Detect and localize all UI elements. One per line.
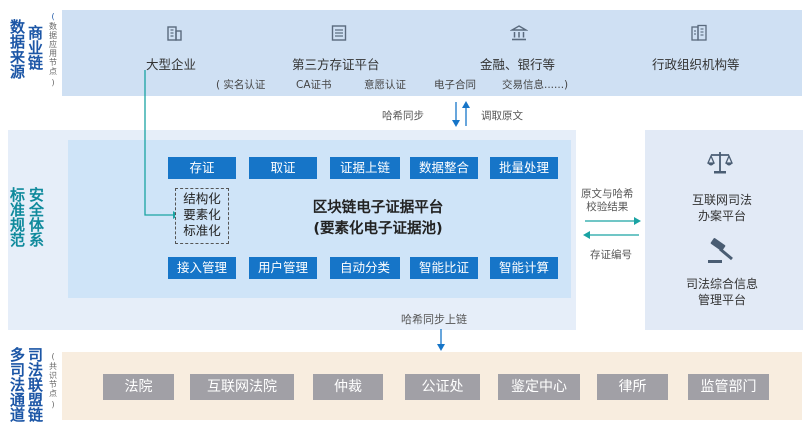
hash-sync-label: 哈希同步 — [382, 110, 424, 122]
process-box: 结构化 要素化 标准化 — [175, 188, 229, 244]
data-source-title: 数据来源 — [9, 18, 25, 81]
source-third-party-platform: 第三方存证平台 — [292, 57, 380, 72]
data-integration-button[interactable]: 数据整合 — [410, 157, 478, 179]
scales-icon — [707, 152, 733, 174]
detail-e-contract: 电子合同 — [434, 79, 476, 91]
judicial-alliance-title: 司法联盟链 — [27, 346, 43, 424]
platform-title-line1: 区块链电子证据平台 — [312, 200, 444, 216]
business-chain-title: 商业链 — [27, 24, 43, 72]
hash-verify-result-label: 原文与哈希 校验结果 — [581, 188, 634, 213]
source-large-enterprise: 大型企业 — [146, 57, 197, 72]
access-mgmt-button[interactable]: 接入管理 — [168, 257, 236, 279]
business-chain-subtitle: 数据应用节点 — [49, 22, 57, 76]
standard-spec-title: 标准规范 — [9, 186, 25, 249]
down-arrow-to-alliance — [437, 329, 445, 351]
evidence-chain-button[interactable]: 证据上链 — [330, 157, 400, 179]
smart-compute-button[interactable]: 智能计算 — [490, 257, 558, 279]
process-elementized: 要素化 — [183, 207, 221, 222]
alliance-subtitle: 共识节点 — [49, 362, 57, 398]
source-finance-bank: 金融、银行等 — [480, 57, 556, 72]
business-chain-band — [62, 10, 802, 96]
judicial-info-platform-line2: 管理平台 — [697, 293, 746, 307]
detail-intent: 意愿认证 — [364, 79, 406, 91]
gavel-icon — [708, 238, 733, 263]
bank-icon — [510, 25, 528, 41]
sync-arrows — [452, 101, 470, 127]
node-notary[interactable]: 公证处 — [405, 374, 480, 400]
security-system-title: 安全体系 — [28, 186, 44, 249]
obtain-evidence-button[interactable]: 取证 — [249, 157, 317, 179]
enterprise-connector-arrow — [144, 70, 179, 219]
fetch-original-label: 调取原文 — [481, 110, 523, 122]
business-chain-paren-close: ) — [51, 78, 55, 87]
deposit-number-label: 存证编号 — [590, 249, 632, 261]
judicial-channel-title: 多司法通道 — [9, 346, 25, 424]
building-icon — [167, 26, 182, 41]
server-icon — [331, 25, 347, 41]
node-court[interactable]: 法院 — [103, 374, 174, 400]
judicial-platform-band — [645, 130, 803, 330]
deposit-button[interactable]: 存证 — [168, 157, 236, 179]
user-mgmt-button[interactable]: 用户管理 — [249, 257, 317, 279]
detail-ca-cert: CA证书 — [296, 79, 332, 91]
detail-transaction: 交易信息......) — [502, 79, 569, 91]
node-internet-court[interactable]: 互联网法院 — [190, 374, 294, 400]
platform-title-line2: (要素化电子证据池) — [313, 221, 443, 237]
batch-process-button[interactable]: 批量处理 — [490, 157, 558, 179]
smart-compare-button[interactable]: 智能比证 — [410, 257, 478, 279]
node-appraisal-center[interactable]: 鉴定中心 — [498, 374, 580, 400]
auto-classify-button[interactable]: 自动分类 — [330, 257, 400, 279]
business-chain-paren-open: ( — [51, 12, 55, 21]
alliance-paren-open: ( — [51, 352, 55, 361]
exchange-arrows — [583, 217, 641, 239]
evidence-platform-panel — [68, 140, 571, 298]
node-regulator[interactable]: 监管部门 — [688, 374, 769, 400]
node-law-firm[interactable]: 律所 — [597, 374, 668, 400]
source-admin-org: 行政组织机构等 — [652, 57, 740, 72]
detail-real-name: ( 实名认证 — [216, 79, 266, 91]
office-building-icon — [691, 24, 707, 41]
node-arbitration[interactable]: 仲裁 — [313, 374, 383, 400]
internet-judicial-platform-line1: 互联网司法 — [691, 193, 752, 207]
alliance-paren-close: ) — [51, 400, 55, 409]
hash-sync-chain-label: 哈希同步上链 — [401, 313, 467, 326]
internet-judicial-platform-line2: 办案平台 — [697, 209, 746, 223]
process-standardized: 标准化 — [183, 223, 221, 238]
process-structured: 结构化 — [183, 191, 221, 206]
judicial-info-platform-line1: 司法综合信息 — [685, 277, 758, 291]
